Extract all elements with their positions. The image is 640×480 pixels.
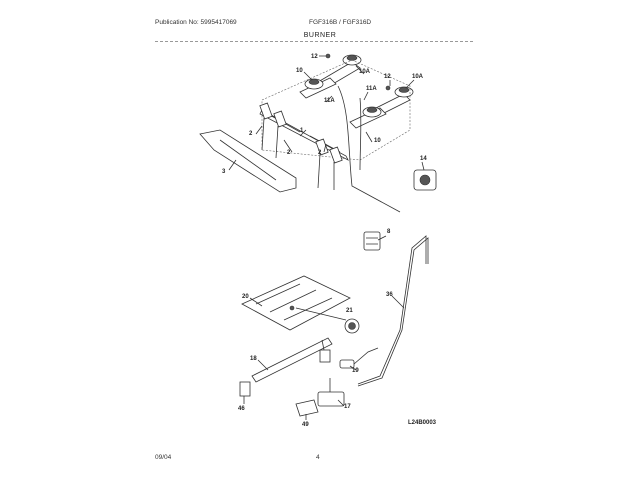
callout-11A-a: 11A <box>366 86 377 92</box>
callout-20: 20 <box>242 294 249 300</box>
model-numbers: FGF316B / FGF316D <box>309 19 372 26</box>
callout-2a: 2 <box>249 131 253 137</box>
callout-2b: 2 <box>287 150 291 156</box>
callout-17: 17 <box>344 404 351 410</box>
header-divider <box>155 41 473 42</box>
callout-46: 46 <box>238 406 245 412</box>
callout-10A-b: 10A <box>412 74 424 80</box>
callout-18: 18 <box>250 356 257 362</box>
spark-module <box>363 231 381 251</box>
publication-number: Publication No: 5995417069 <box>155 19 237 26</box>
callout-21: 21 <box>346 308 353 314</box>
callout-1: 1 <box>300 128 304 134</box>
leader-lines <box>228 55 425 420</box>
burner-arms <box>299 61 411 129</box>
gas-tubes <box>337 85 401 213</box>
drawing-code: L24B0003 <box>408 420 437 426</box>
pressure-regulator <box>413 169 437 191</box>
callout-11A-b: 11A <box>324 98 335 104</box>
orifice-hood <box>344 318 360 334</box>
page-number: 4 <box>316 454 320 461</box>
callout-10A-a: 10A <box>359 69 371 75</box>
callout-14: 14 <box>420 156 427 162</box>
callout-10a: 10 <box>296 68 303 74</box>
callout-labels: 12 10 10A 12 10A 11A 11A 1 2 2 2 3 10 14… <box>222 54 427 428</box>
baffle-screw <box>289 305 295 311</box>
thermostat-bulb-clip <box>295 399 319 417</box>
section-title: BURNER <box>303 32 337 39</box>
callout-12b: 12 <box>384 74 391 80</box>
callout-49: 49 <box>302 422 309 428</box>
cooktop-outline <box>261 59 411 161</box>
manifold-bracket <box>199 129 297 193</box>
oven-burner-tube <box>251 337 333 383</box>
callout-2c: 2 <box>318 150 322 156</box>
callout-19: 19 <box>352 368 359 374</box>
callout-3: 3 <box>222 169 226 175</box>
bracket-46 <box>239 381 251 397</box>
safety-valve <box>317 378 345 407</box>
callout-36: 36 <box>386 292 393 298</box>
gas-line <box>357 235 427 385</box>
callout-12a: 12 <box>311 54 318 60</box>
callout-10b: 10 <box>374 138 381 144</box>
oven-igniter <box>339 347 379 369</box>
callout-8: 8 <box>387 229 391 235</box>
oven-burner-baffle <box>241 275 351 331</box>
footer-date: 09/04 <box>155 454 172 461</box>
burner-valves <box>259 102 343 190</box>
burner-heads <box>304 54 414 118</box>
